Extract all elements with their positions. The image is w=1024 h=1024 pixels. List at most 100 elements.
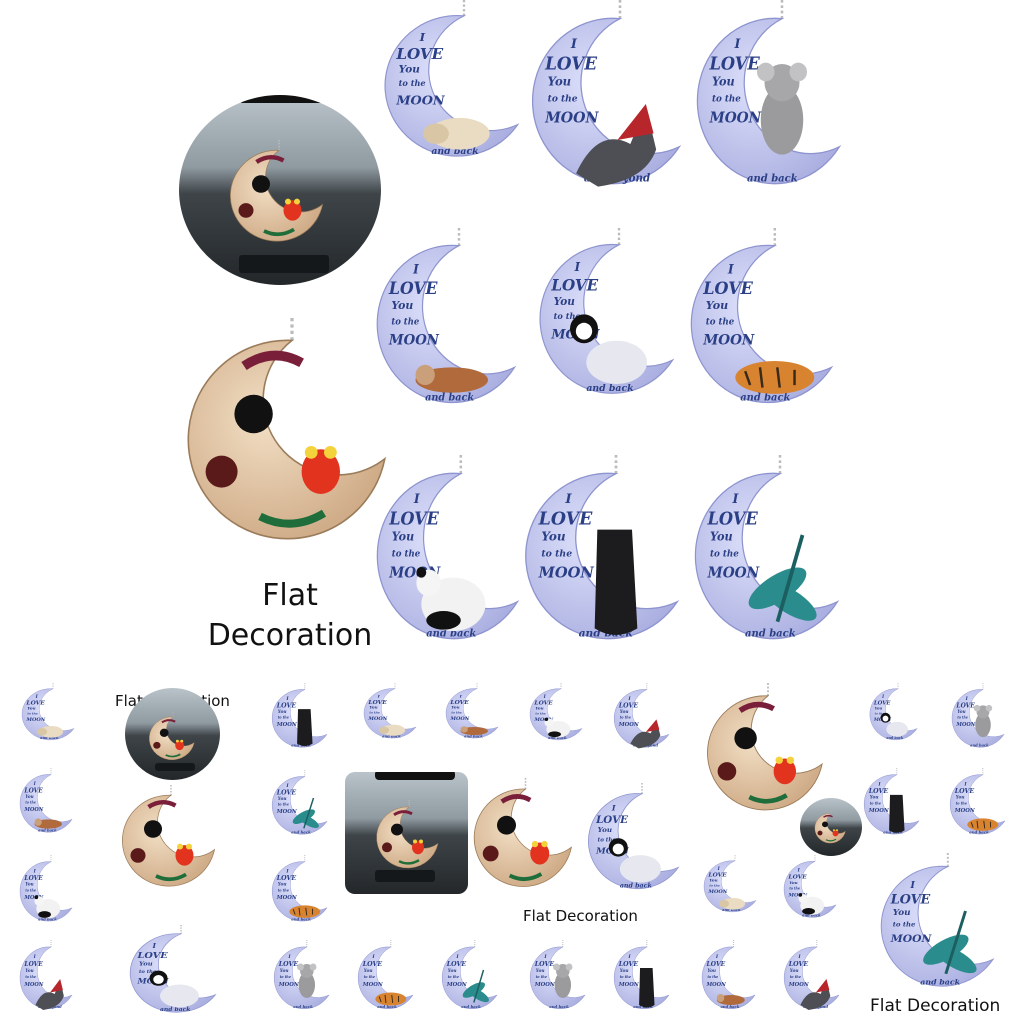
svg-text:I: I: [965, 696, 969, 702]
svg-text:and back: and back: [549, 1004, 569, 1009]
svg-text:You: You: [399, 64, 420, 76]
svg-text:MOON: MOON: [787, 893, 807, 899]
svg-text:You: You: [369, 705, 378, 710]
svg-text:I: I: [285, 868, 289, 874]
svg-text:LOVE: LOVE: [276, 875, 297, 882]
svg-text:to the: to the: [707, 975, 718, 979]
svg-text:I: I: [285, 696, 289, 702]
svg-text:LOVE: LOVE: [787, 874, 807, 881]
svg-text:I: I: [909, 880, 915, 891]
svg-text:I: I: [611, 804, 616, 813]
svg-text:and back: and back: [970, 743, 989, 747]
svg-text:LOVE: LOVE: [955, 702, 975, 709]
svg-text:You: You: [790, 969, 799, 974]
svg-text:I: I: [727, 261, 735, 276]
svg-text:LOVE: LOVE: [707, 873, 727, 879]
svg-text:to the: to the: [391, 317, 419, 327]
svg-text:LOVE: LOVE: [544, 54, 598, 74]
svg-text:LOVE: LOVE: [550, 276, 598, 294]
svg-text:I: I: [33, 954, 37, 960]
svg-text:to the: to the: [451, 711, 462, 715]
svg-text:MOON: MOON: [618, 982, 640, 988]
svg-text:and back: and back: [802, 914, 821, 918]
svg-text:I: I: [627, 954, 631, 960]
svg-text:You: You: [278, 883, 287, 888]
svg-text:and back: and back: [747, 172, 798, 184]
svg-text:You: You: [278, 797, 287, 802]
svg-text:and back: and back: [377, 1004, 397, 1009]
thumb-car-interior-photo: [125, 688, 220, 780]
svg-text:LOVE: LOVE: [873, 701, 892, 707]
svg-text:You: You: [875, 705, 883, 710]
svg-text:You: You: [893, 908, 911, 918]
svg-text:MOON: MOON: [890, 932, 933, 945]
svg-text:and back: and back: [38, 916, 57, 921]
thumb-hanging-ornament: [149, 712, 195, 764]
svg-text:LOVE: LOVE: [618, 702, 639, 709]
svg-text:I: I: [963, 781, 967, 787]
svg-text:LOVE: LOVE: [618, 960, 639, 968]
svg-text:MOON: MOON: [955, 722, 975, 728]
svg-text:to the: to the: [957, 715, 968, 719]
svg-text:to the: to the: [278, 716, 289, 720]
svg-text:I: I: [287, 954, 291, 960]
svg-text:LOVE: LOVE: [954, 788, 975, 795]
thumb-car-interior-photo-2: [800, 798, 862, 856]
svg-text:LOVE: LOVE: [538, 509, 593, 529]
svg-text:LOVE: LOVE: [278, 960, 299, 968]
svg-text:and back: and back: [160, 1007, 191, 1012]
svg-text:MOON: MOON: [702, 332, 754, 348]
svg-text:You: You: [706, 298, 728, 312]
svg-text:LOVE: LOVE: [446, 960, 467, 968]
svg-text:You: You: [25, 969, 33, 974]
svg-text:MOON: MOON: [25, 717, 46, 723]
svg-text:LOVE: LOVE: [23, 875, 43, 882]
svg-text:MOON: MOON: [395, 92, 445, 107]
svg-text:to the: to the: [712, 94, 741, 104]
svg-text:and back: and back: [291, 916, 311, 921]
svg-text:I: I: [627, 696, 631, 702]
svg-text:MOON: MOON: [276, 895, 297, 901]
svg-text:to the: to the: [27, 712, 38, 716]
svg-text:MOON: MOON: [23, 895, 43, 901]
svg-text:I: I: [715, 954, 719, 960]
svg-text:and back: and back: [426, 627, 476, 639]
svg-text:I: I: [734, 37, 742, 52]
svg-text:I: I: [285, 783, 289, 789]
svg-text:I: I: [881, 694, 885, 699]
svg-text:MOON: MOON: [278, 982, 300, 988]
svg-text:MOON: MOON: [709, 110, 763, 127]
svg-text:You: You: [957, 709, 965, 714]
svg-text:LOVE: LOVE: [23, 787, 43, 794]
svg-text:and back: and back: [461, 1004, 481, 1009]
svg-text:to the: to the: [364, 975, 376, 979]
svg-text:I: I: [151, 941, 156, 949]
thumb-sugar-skull-frog: [122, 785, 216, 895]
square-car-interior-photo: [345, 772, 468, 894]
svg-text:LOVE: LOVE: [136, 952, 167, 961]
svg-text:I: I: [35, 695, 39, 700]
dashboard-vent: [155, 763, 195, 771]
svg-text:to the: to the: [541, 548, 572, 559]
svg-text:You: You: [620, 710, 629, 715]
svg-text:to the: to the: [875, 711, 885, 715]
svg-text:You: You: [280, 969, 289, 974]
svg-text:You: You: [870, 796, 879, 801]
svg-text:to the: to the: [870, 801, 881, 805]
svg-text:You: You: [139, 961, 153, 967]
rear-view-mirror: [239, 95, 359, 103]
svg-text:You: You: [712, 74, 735, 88]
svg-text:You: You: [392, 529, 414, 544]
svg-text:You: You: [541, 529, 566, 543]
